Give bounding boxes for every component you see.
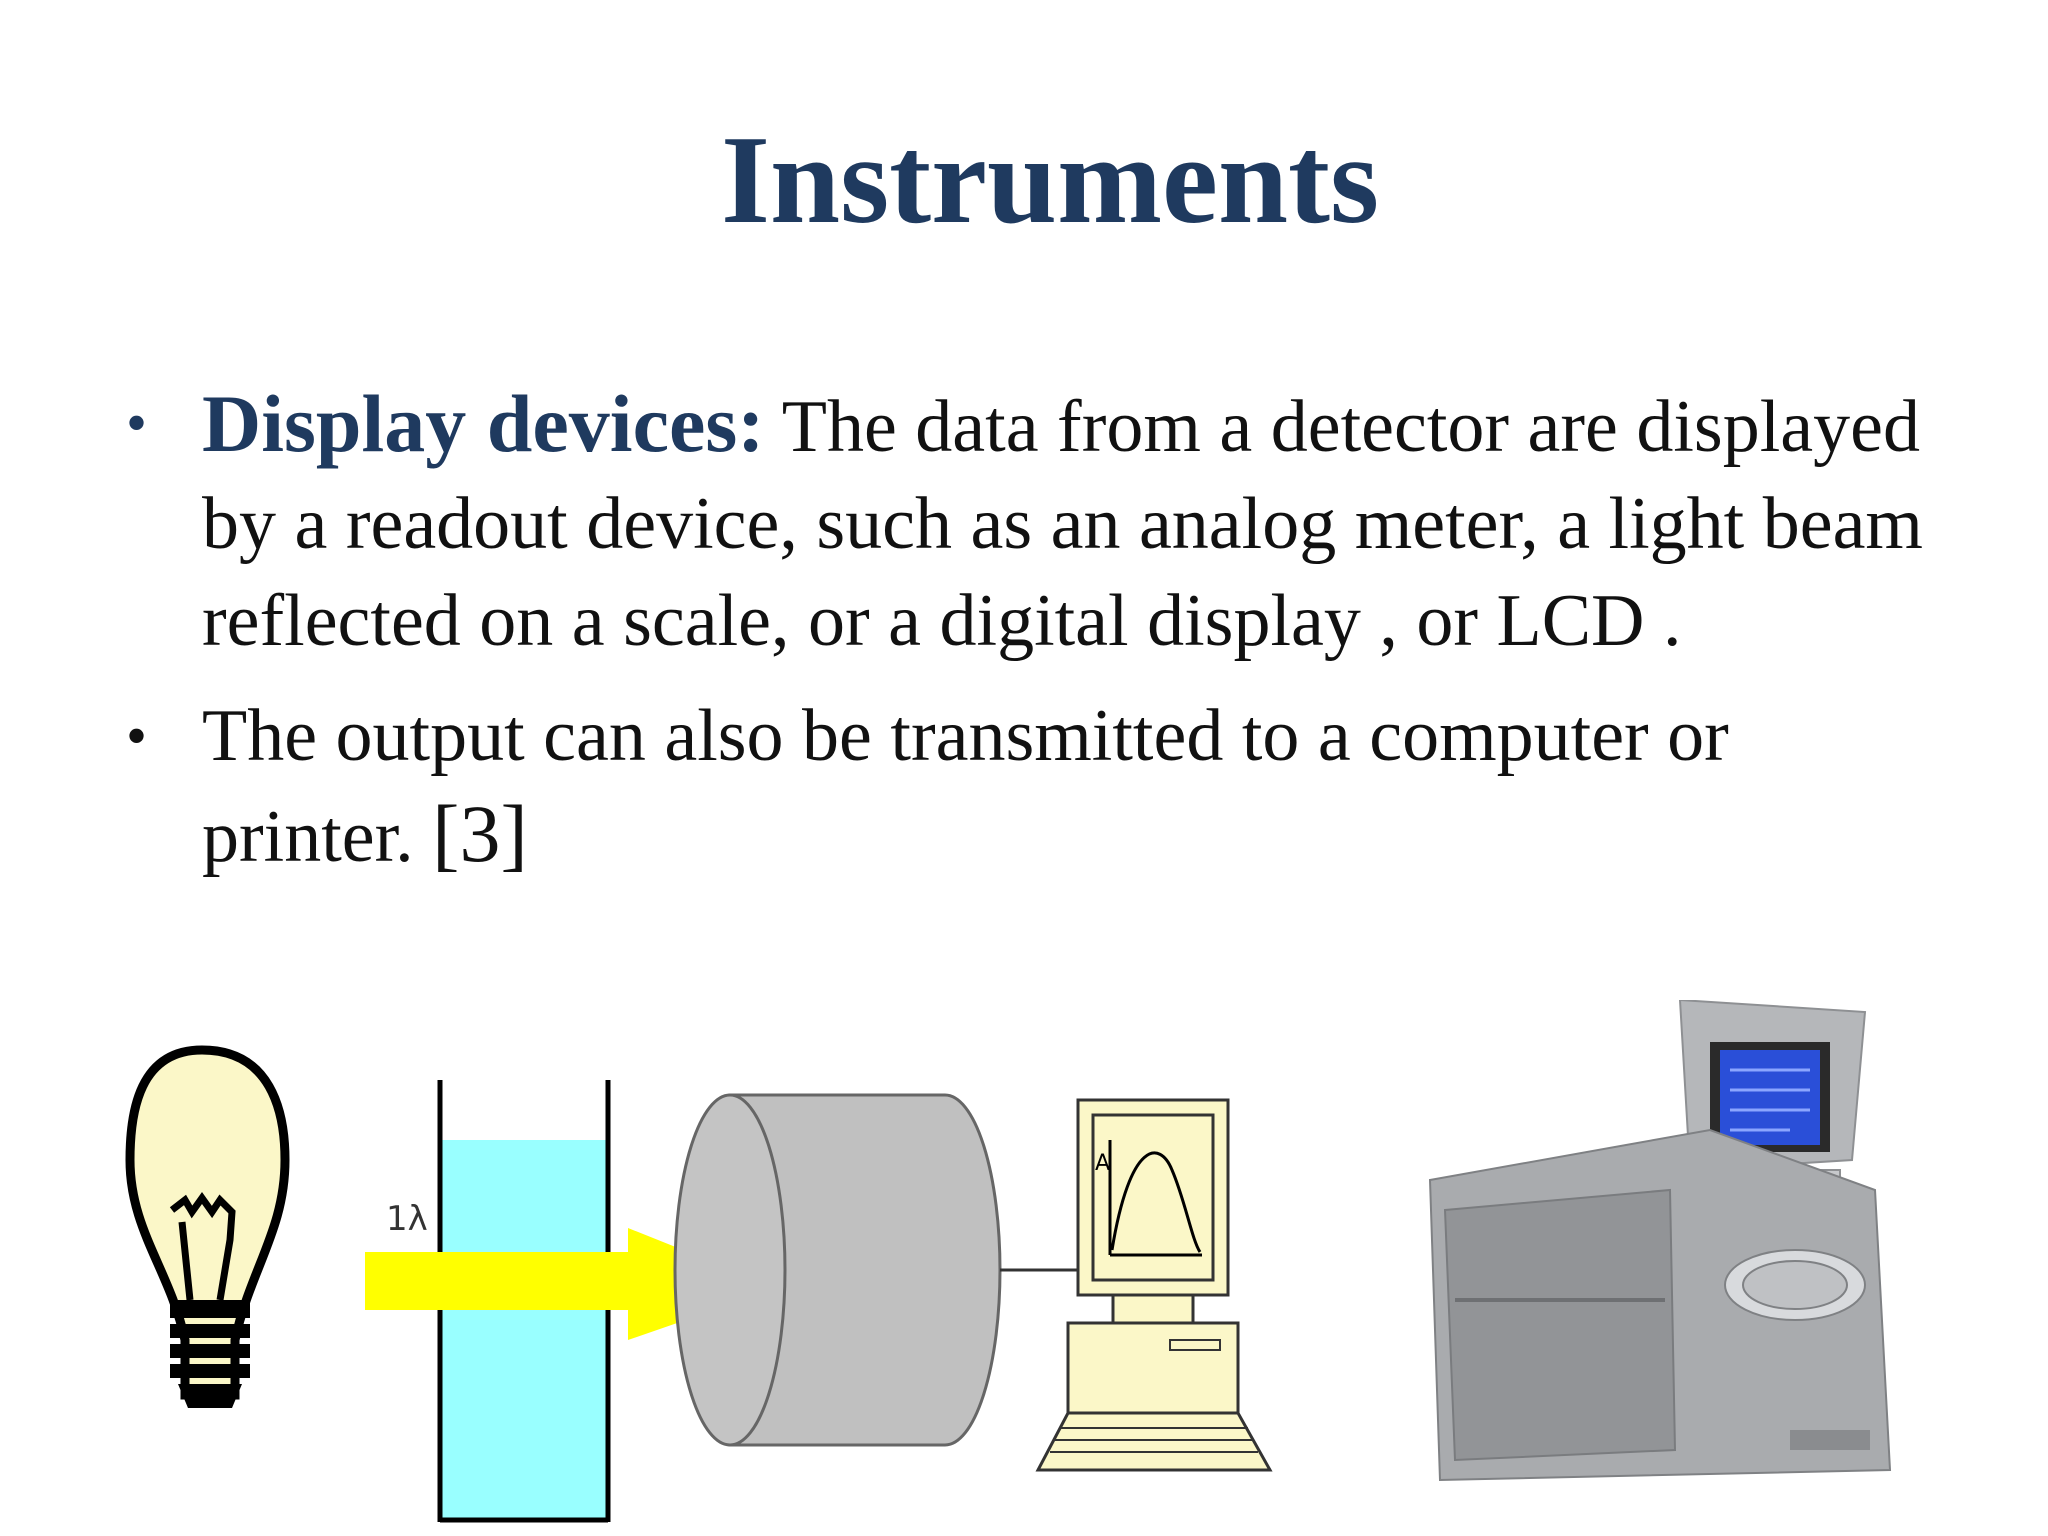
light-bulb-icon [125,1045,290,1408]
detector-icon [673,1093,1002,1447]
spectrophotometer-photo-icon [1428,1000,1892,1482]
bullet-text: The output can also be transmitted to a … [202,695,1729,878]
bullet-item-output: • The output can also be transmitted to … [120,688,1940,886]
bullet-dot: • [126,390,148,456]
bullet-text: The data from a detector are displayed b… [202,386,1923,662]
bullet-list: • Display devices: The data from a detec… [120,375,1940,886]
bullet-lead: Display devices: [202,378,765,469]
beam-label: 1λ [386,1199,428,1239]
slide-title: Instruments [720,111,1380,250]
graph-axis-label: A [1095,1151,1110,1176]
spectrophotometer-diagram: 1λ A [125,1045,1273,1523]
bullet-dot: • [126,703,148,769]
bullet-item-display-devices: • Display devices: The data from a detec… [120,375,1940,670]
computer-icon: A [1035,1098,1273,1472]
cuvette-icon [437,1080,611,1523]
reference-marker: [3] [432,788,528,879]
